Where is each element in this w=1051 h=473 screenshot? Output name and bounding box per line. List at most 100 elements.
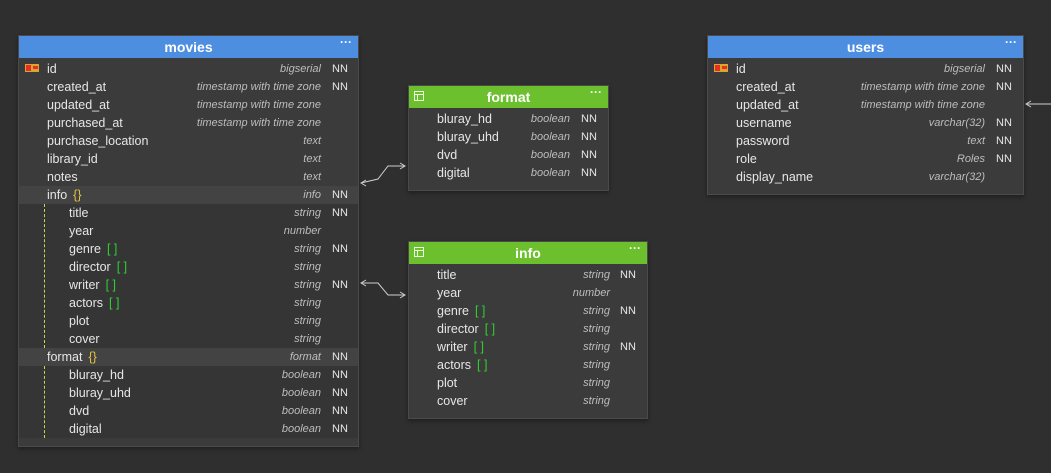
column-name: library_id (47, 152, 98, 166)
not-null-flag: NN (332, 351, 348, 363)
table-title: format (486, 89, 531, 105)
column-name-text: dvd (437, 148, 458, 162)
table-title: users (846, 39, 885, 55)
column-type: string (294, 243, 321, 255)
column-type: string (294, 261, 321, 273)
column-name-text: cover (437, 394, 468, 408)
column-name-text: writer (437, 340, 468, 354)
column-row-actors[interactable]: actors[ ]string (19, 294, 358, 312)
column-type: number (283, 225, 321, 237)
column-row-library-id[interactable]: library_id text (19, 150, 358, 168)
column-name-text: genre (437, 304, 469, 318)
array-marker: [ ] (116, 260, 128, 274)
key-icon (714, 64, 728, 72)
object-marker: {} (88, 350, 97, 364)
column-type: Roles (956, 153, 985, 165)
not-null-flag: NN (332, 423, 348, 435)
column-name: display_name (736, 170, 813, 184)
column-name-text: format (47, 350, 83, 364)
column-name: title (437, 268, 456, 282)
table-icon (414, 91, 424, 101)
table-title: info (515, 245, 541, 261)
table-header-info[interactable]: info ··· (409, 241, 647, 264)
not-null-flag: NN (332, 243, 348, 255)
table-header-movies[interactable]: movies ··· (19, 35, 358, 58)
column-type: boolean (530, 167, 570, 179)
column-row-actors[interactable]: actors[ ]string (409, 356, 647, 374)
column-name-text: genre (69, 242, 101, 256)
more-icon[interactable]: ··· (590, 85, 602, 99)
more-icon[interactable]: ··· (629, 241, 641, 255)
column-name: updated_at (47, 98, 110, 112)
not-null-flag: NN (996, 63, 1012, 75)
column-type: text (303, 153, 321, 165)
column-name-text: digital (437, 166, 470, 180)
column-name-text: display_name (736, 170, 814, 184)
column-row-director[interactable]: director [ ] string (19, 258, 358, 276)
column-name-text: director (437, 322, 479, 336)
column-name-text: purchased_at (47, 116, 123, 130)
arrow-head (399, 291, 406, 299)
more-icon[interactable]: ··· (340, 35, 352, 49)
column-row-updated-at[interactable]: updated_at timestamp with time zone (19, 96, 358, 114)
not-null-flag: NN (620, 269, 636, 281)
table-header-format[interactable]: format ··· (409, 85, 608, 108)
column-name: purchased_at (47, 116, 123, 130)
more-icon[interactable]: ··· (1005, 35, 1017, 49)
column-name-text: actors (437, 358, 472, 372)
column-name-text: director (69, 260, 111, 274)
column-name: genre[ ] (437, 304, 485, 318)
not-null-flag: NN (332, 189, 348, 201)
column-name-text: digital (69, 422, 102, 436)
column-type: string (294, 315, 321, 327)
column-row-director[interactable]: director[ ]string (409, 320, 647, 338)
column-name-text: bluray_uhd (69, 386, 131, 400)
column-type: timestamp with time zone (196, 99, 321, 111)
not-null-flag: NN (332, 207, 348, 219)
table-header-users[interactable]: users ··· (708, 35, 1023, 58)
column-type: string (583, 323, 610, 335)
column-name: plot (437, 376, 457, 390)
not-null-flag: NN (996, 117, 1012, 129)
